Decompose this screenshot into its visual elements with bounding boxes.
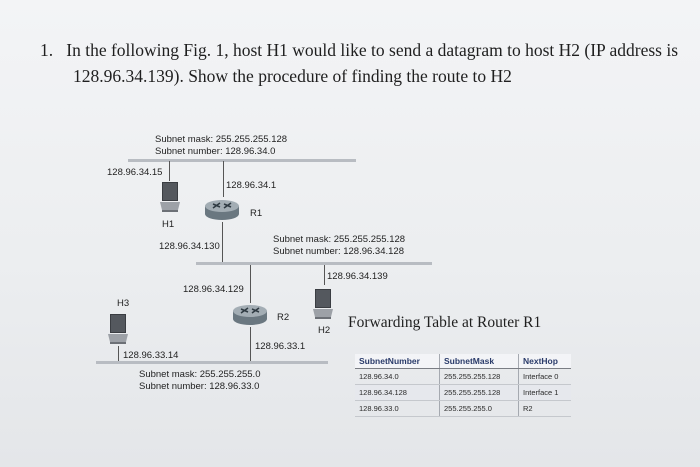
question-line-2: 128.96.34.139). Show the procedure of fi… xyxy=(73,66,512,86)
r1-router-icon xyxy=(205,200,239,220)
forwarding-table: SubnetNumber SubnetMask NextHop 128.96.3… xyxy=(355,354,571,417)
forwarding-table-title: Forwarding Table at Router R1 xyxy=(348,314,542,331)
subnet-a-number: Subnet number: 128.96.34.0 xyxy=(155,146,276,157)
row-subnet-mask: 255.255.255.128 xyxy=(439,384,519,401)
h3-computer-icon xyxy=(108,314,128,344)
header-next-hop: NextHop xyxy=(518,354,571,369)
r1-ip-a: 128.96.34.1 xyxy=(226,180,277,191)
table-row: 128.96.33.0 255.255.255.0 R2 xyxy=(355,400,571,417)
subnet-a-mask: Subnet mask: 255.255.255.128 xyxy=(155,134,288,145)
h2-link xyxy=(324,265,325,285)
row-next-hop: Interface 0 xyxy=(518,368,571,385)
r2-link-b xyxy=(250,265,251,303)
subnet-b-bar xyxy=(196,262,432,265)
h1-computer-icon xyxy=(160,182,180,212)
subnet-a-bar xyxy=(128,159,356,162)
h2-ip: 128.96.34.139 xyxy=(327,271,388,282)
row-next-hop: R2 xyxy=(518,400,571,417)
question-text-1: In the following Fig. 1, host H1 would l… xyxy=(66,40,679,60)
r1-ip-b: 128.96.34.130 xyxy=(159,241,220,252)
h2-computer-icon xyxy=(313,289,333,319)
subnet-c-number: Subnet number: 128.96.33.0 xyxy=(139,381,260,392)
h1-link xyxy=(169,161,170,181)
subnet-c-mask: Subnet mask: 255.255.255.0 xyxy=(139,369,261,380)
h3-link xyxy=(118,346,119,362)
table-row: 128.96.34.128 255.255.255.128 Interface … xyxy=(355,384,571,401)
subnet-b-number: Subnet number: 128.96.34.128 xyxy=(273,246,404,257)
h2-label: H2 xyxy=(318,325,331,336)
row-subnet-number: 128.96.34.128 xyxy=(355,384,440,401)
header-subnet-mask: SubnetMask xyxy=(439,354,519,369)
r1-link-b xyxy=(222,222,223,262)
header-subnet-number: SubnetNumber xyxy=(355,354,440,369)
table-row: 128.96.34.0 255.255.255.128 Interface 0 xyxy=(355,368,571,385)
row-subnet-mask: 255.255.255.0 xyxy=(439,400,519,417)
r1-label: R1 xyxy=(250,208,263,219)
h1-label: H1 xyxy=(162,219,175,230)
h3-ip: 128.96.33.14 xyxy=(123,350,179,361)
h3-label: H3 xyxy=(117,298,130,309)
r2-router-icon xyxy=(233,305,267,325)
h1-ip: 128.96.34.15 xyxy=(107,167,163,178)
forwarding-table-header: SubnetNumber SubnetMask NextHop xyxy=(355,354,571,369)
r2-label: R2 xyxy=(277,312,290,323)
row-subnet-number: 128.96.34.0 xyxy=(355,368,440,385)
r2-ip-c: 128.96.33.1 xyxy=(255,341,306,352)
row-subnet-number: 128.96.33.0 xyxy=(355,400,440,417)
row-subnet-mask: 255.255.255.128 xyxy=(439,368,519,385)
subnet-b-mask: Subnet mask: 255.255.255.128 xyxy=(273,234,406,245)
question-line-1: 1. In the following Fig. 1, host H1 woul… xyxy=(40,40,678,61)
r2-link-c xyxy=(250,327,251,361)
r2-ip-b: 128.96.34.129 xyxy=(183,284,244,295)
r1-link-a xyxy=(223,161,224,197)
question-number: 1. xyxy=(40,40,54,60)
subnet-c-bar xyxy=(96,361,328,364)
row-next-hop: Interface 1 xyxy=(518,384,571,401)
